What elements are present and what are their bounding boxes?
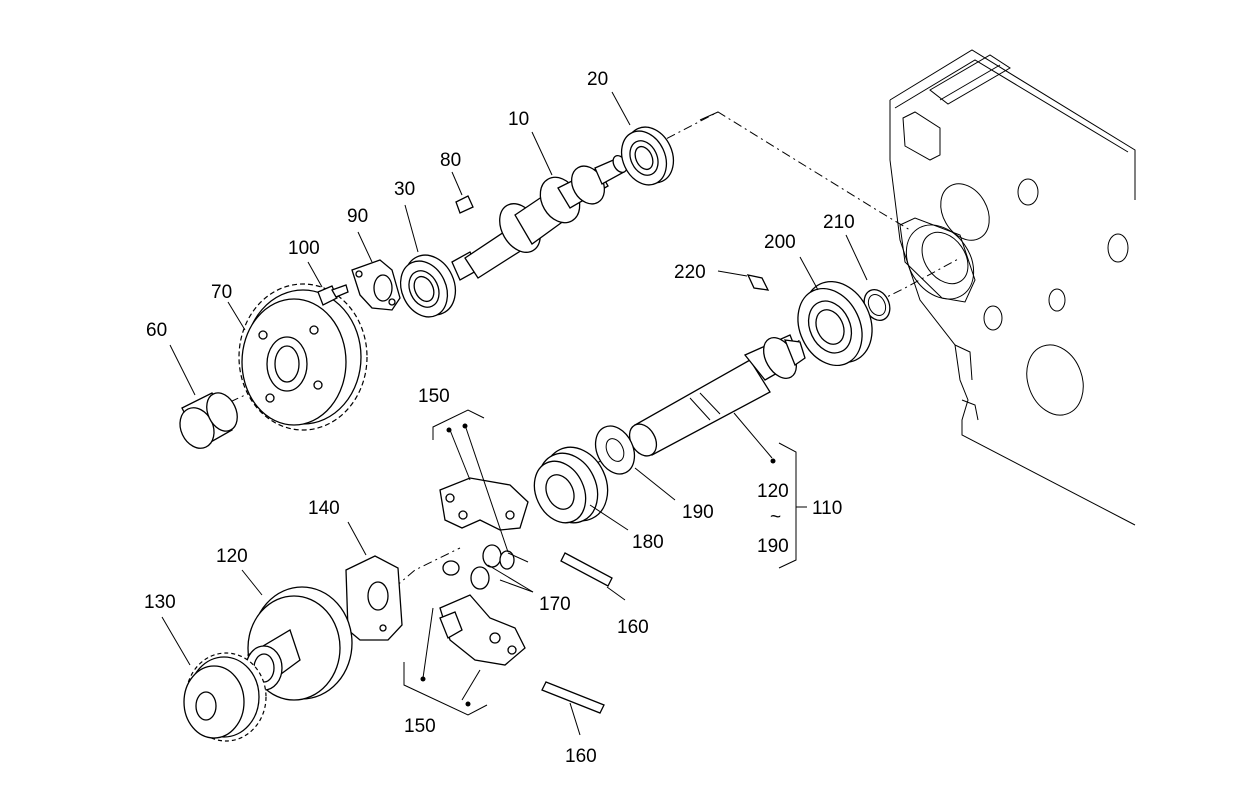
label-150-lower: 150 (404, 716, 436, 737)
label-160-lower: 160 (565, 746, 597, 767)
label-210: 210 (823, 212, 855, 233)
dot-150-upper-right (462, 423, 468, 429)
part-10-camshaft (451, 154, 628, 281)
engine-block (889, 49, 1136, 526)
label-120: 120 (216, 546, 248, 567)
part-60-bushing (179, 392, 238, 449)
part-180-sleeve (533, 446, 609, 524)
part-150-governor-weight-upper (439, 477, 529, 531)
dot-110 (770, 458, 776, 464)
dot-150-lower-left (420, 676, 426, 682)
part-220-set-screw (746, 274, 770, 291)
part-20-bearing (620, 126, 675, 186)
part-100-bolt (317, 284, 349, 306)
part-labels: 20 10 80 30 90 100 70 60 220 200 210 150… (144, 69, 855, 767)
label-60: 60 (146, 320, 167, 341)
part-70-cam-gear (238, 283, 368, 431)
part-170-rollers (442, 544, 515, 590)
part-80-key (455, 195, 474, 214)
part-90-thrust-plate (351, 259, 401, 311)
label-10: 10 (508, 109, 529, 130)
label-200: 200 (764, 232, 796, 253)
part-190-washer (594, 425, 636, 475)
part-160-pin-lower (541, 681, 605, 714)
dot-150-lower-right (465, 701, 471, 707)
label-90: 90 (347, 206, 368, 227)
label-range-to: 190 (757, 536, 789, 557)
part-130-small-gear (183, 652, 267, 742)
leader-lines (161, 91, 868, 736)
label-100: 100 (288, 238, 320, 259)
label-190: 190 (682, 502, 714, 523)
dot-150-upper-left (446, 427, 452, 433)
label-range-sep: ~ (770, 507, 781, 528)
label-150-upper: 150 (418, 386, 450, 407)
label-140: 140 (308, 498, 340, 519)
part-160-pin-upper (560, 552, 613, 587)
label-180: 180 (632, 532, 664, 553)
label-70: 70 (211, 282, 232, 303)
label-30: 30 (394, 179, 415, 200)
label-170: 170 (539, 594, 571, 615)
part-governor-shaft (628, 334, 806, 457)
label-range-from: 120 (757, 481, 789, 502)
label-20: 20 (587, 69, 608, 90)
label-80: 80 (440, 150, 461, 171)
label-160-upper: 160 (617, 617, 649, 638)
part-30-bearing (399, 254, 457, 318)
part-140-plate (345, 555, 403, 641)
label-130: 130 (144, 592, 176, 613)
label-110: 110 (812, 498, 842, 519)
part-150-governor-weight-lower (439, 594, 526, 666)
label-220: 220 (674, 262, 706, 283)
part-200-bearing (797, 280, 873, 367)
